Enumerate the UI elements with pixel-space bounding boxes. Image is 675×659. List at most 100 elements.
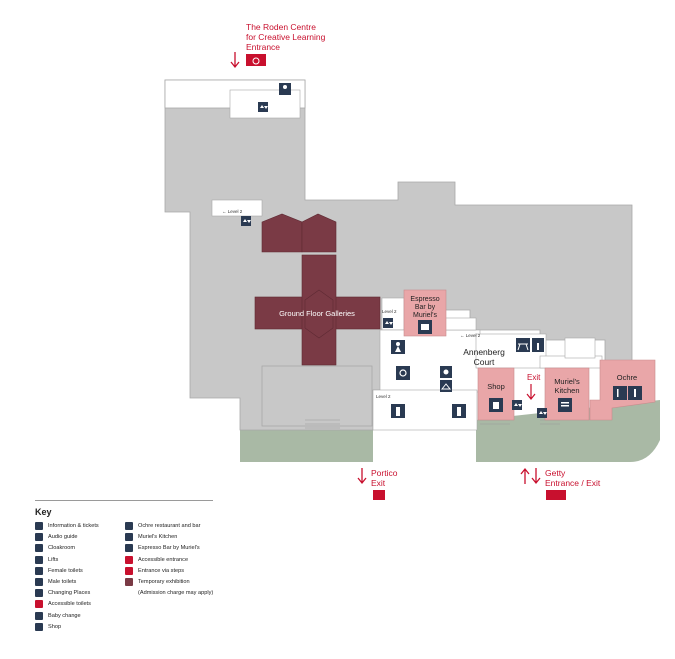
level2-label-court: ← Level 2 [460, 333, 481, 338]
annenberg-label-2: Court [474, 357, 495, 367]
changing-places-icon [35, 589, 43, 598]
information-icon [532, 338, 544, 352]
key-item-label: Male toilets [48, 578, 77, 585]
key-item: (Admission charge may apply) [125, 588, 213, 598]
ochre-restaurant-icon [125, 522, 133, 530]
getty-label-2: Entrance / Exit [545, 478, 601, 488]
key-item-label: Espresso Bar by Muriel's [138, 545, 200, 552]
lift-icon [258, 102, 268, 112]
female-toilets-icon [391, 340, 405, 354]
lift-icon [537, 408, 547, 418]
entrance-arrow-up-icon [520, 467, 530, 484]
espresso-label-3: Muriel's [413, 312, 437, 319]
exit-arrow-icon [526, 384, 536, 400]
accessible-entrance-icon [546, 490, 566, 500]
baby-change-icon [35, 611, 43, 620]
key-item-label: Accessible entrance [138, 556, 189, 563]
key-item-label: Cloakroom [48, 545, 76, 552]
lift-icon [241, 216, 251, 226]
key-item-label: Baby change [48, 612, 81, 619]
exit-marker: Exit [526, 373, 541, 400]
key-item: Lifts [35, 555, 119, 565]
temporary-exhibition-swatch [125, 577, 133, 586]
key-item-label: Temporary exhibition [138, 578, 190, 585]
getty-label-1: Getty [545, 468, 566, 478]
key-item: Accessible toilets [35, 599, 119, 609]
key-item-label: Shop [48, 623, 62, 630]
muriels-kitchen-icon [558, 398, 572, 412]
ochre-restaurant-icon [613, 386, 627, 400]
key-item: Male toilets [35, 577, 119, 587]
lift-icon [512, 400, 522, 410]
espresso-bar-icon [125, 544, 133, 553]
roden-label-2: for Creative Learning [246, 32, 326, 42]
key-item: Temporary exhibition [125, 577, 213, 587]
muriels-kitchen-icon [125, 533, 133, 542]
key-item: Entrance via steps [125, 566, 213, 576]
baby-change-icon [440, 366, 452, 378]
accessible-toilets-icon [279, 83, 291, 95]
accessible-entrance-icon [125, 555, 133, 564]
information-icon [35, 522, 43, 530]
key-item-label: Accessible toilets [48, 601, 91, 608]
key-item: Cloakroom [35, 543, 119, 553]
shop-icon [35, 622, 43, 631]
entrance-arrow-down-icon [531, 468, 541, 485]
shop-icon [489, 398, 503, 412]
male-toilets-icon [452, 404, 466, 418]
portico-label-2: Exit [371, 478, 386, 488]
facility-icons [241, 83, 642, 418]
muriels-label-1: Muriel's [554, 377, 580, 386]
roden-label-1: The Roden Centre [246, 22, 316, 32]
key-item-label: Muriel's Kitchen [138, 534, 178, 541]
key-item: Shop [35, 622, 119, 632]
accessible-toilets-icon [35, 600, 43, 609]
espresso-label-1: Espresso [410, 296, 439, 303]
male-toilets-icon [35, 577, 43, 586]
female-toilets-icon [35, 566, 43, 575]
level2-label-south: Level 2 [376, 394, 391, 399]
portico-label-1: Portico [371, 468, 398, 478]
audio-guide-icon [35, 533, 43, 542]
entrance-arrow-icon [230, 52, 240, 69]
shop-label: Shop [487, 382, 505, 391]
cloakroom-icon [35, 544, 43, 553]
accessible-toilets-icon [396, 366, 410, 380]
ochre-label: Ochre [617, 373, 637, 382]
key-item: Audio guide [35, 532, 119, 542]
entrance-via-steps-icon [373, 490, 385, 500]
key-spacer [125, 589, 133, 597]
key-item-label: (Admission charge may apply) [138, 590, 214, 597]
level2-label-north: ← Level 2 [222, 209, 243, 214]
picnic-icon [516, 338, 530, 352]
portico-exit: Portico Exit [357, 468, 398, 500]
museum-floor-plan: Ground Floor Galleries Espresso Bar by M… [164, 22, 660, 500]
annenberg-label-1: Annenberg [463, 347, 505, 357]
key-item: Ochre restaurant and bar [125, 521, 213, 531]
exit-label: Exit [527, 373, 541, 382]
key-item-label: Female toilets [48, 567, 83, 574]
entrance-via-steps-icon [125, 566, 133, 575]
espresso-bar-icon [418, 320, 432, 334]
muriels-label-2: Kitchen [554, 386, 579, 395]
key-item-label: Changing Places [48, 590, 91, 597]
lift-icon [35, 555, 43, 564]
accessible-entrance-icon [246, 54, 266, 66]
level2-label-espresso: Level 2 [382, 309, 397, 314]
espresso-label-2: Bar by [415, 304, 436, 311]
key-divider [35, 500, 213, 501]
key-item: Baby change [35, 611, 119, 621]
lift-icon [383, 318, 393, 328]
shop: Shop [477, 367, 515, 421]
exit-arrow-icon [357, 468, 367, 485]
ground-floor-galleries-label: Ground Floor Galleries [279, 309, 355, 318]
getty-entrance-exit: Getty Entrance / Exit [520, 467, 601, 500]
key-item-label: Ochre restaurant and bar [138, 523, 201, 529]
ground-floor-galleries [254, 213, 381, 366]
key-item-label: Lifts [48, 556, 59, 563]
key-item: Accessible entrance [125, 555, 213, 565]
roden-label-3: Entrance [246, 42, 280, 52]
